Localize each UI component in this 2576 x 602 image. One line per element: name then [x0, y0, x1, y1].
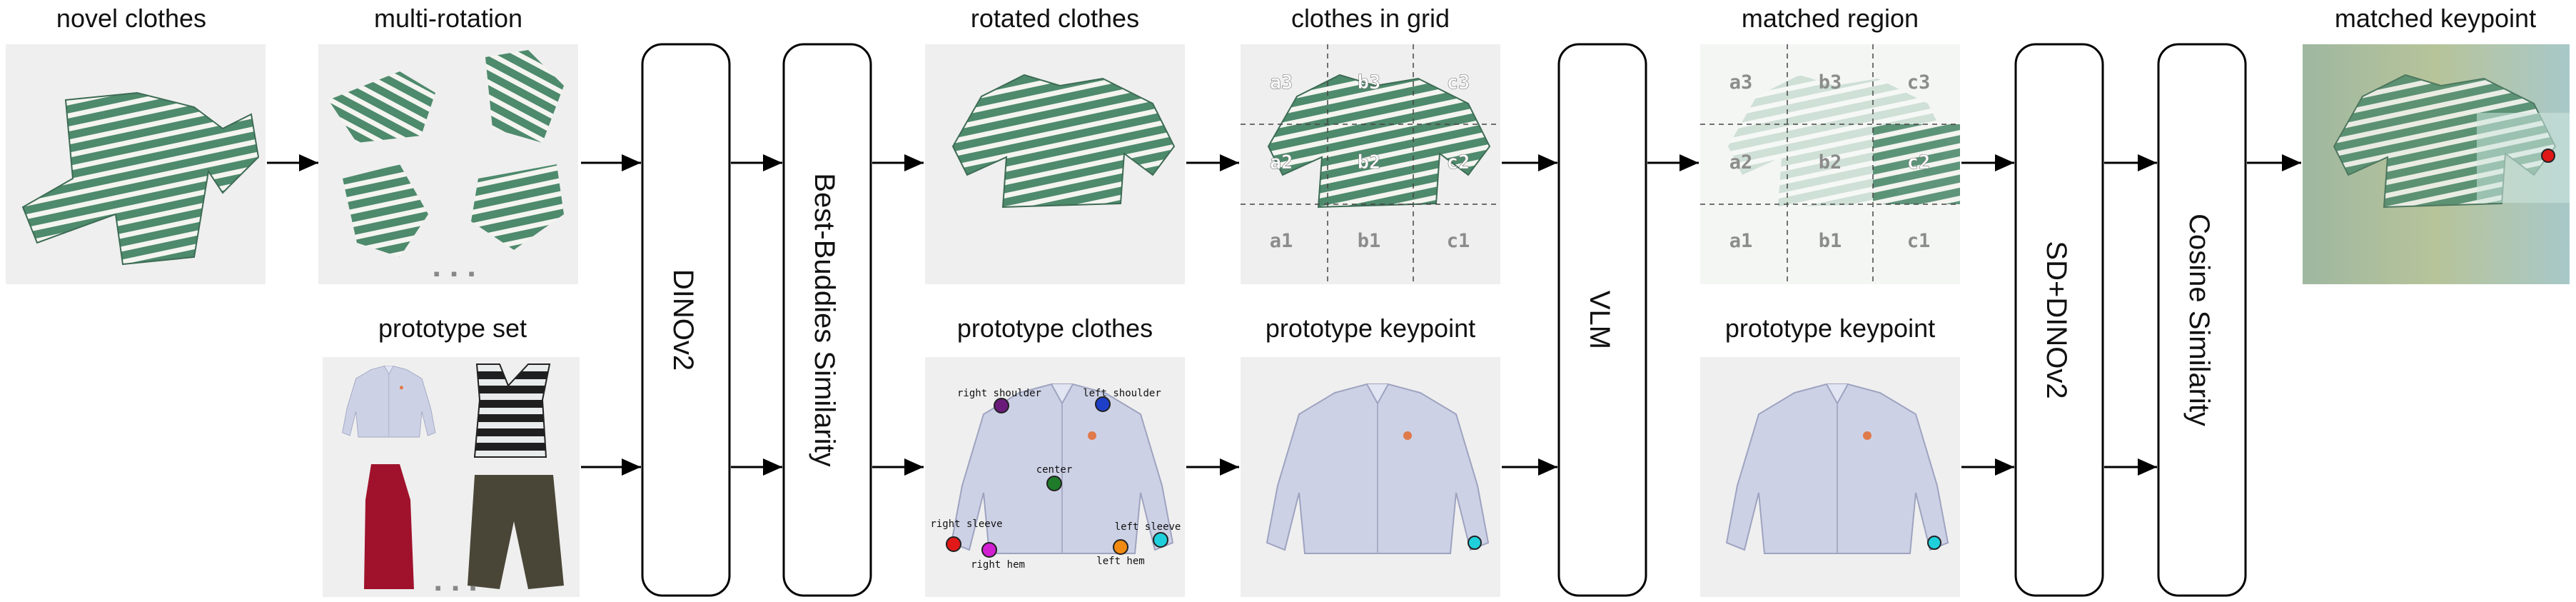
keypoint-right-hem [981, 542, 997, 558]
title-rotated-clothes: rotated clothes [971, 4, 1139, 33]
grid-label-a3: a3 [1270, 71, 1293, 94]
grid-label-c3: c3 [1447, 71, 1470, 94]
flow-arrows [267, 154, 2301, 476]
region-label-b2: b2 [1819, 151, 1842, 174]
matched-keypoint-hot-region [2477, 113, 2570, 203]
keypoint-center [1046, 476, 1062, 491]
region-label-b3: b3 [1819, 71, 1842, 94]
title-matched-region: matched region [1742, 4, 1919, 33]
vlm-label: VLM [1584, 291, 1615, 349]
prototype-keypoint-left-sleeve-2 [1927, 536, 1941, 550]
grid-label-b1: b1 [1358, 230, 1381, 252]
title-matched-keypoint: matched keypoint [2335, 4, 2536, 33]
title-prototype-set: prototype set [378, 313, 527, 343]
keypoint-left-hem [1113, 539, 1128, 555]
grid-labels: a3 b3 c3 a2 b2 c2 a1 b1 c1 [1269, 71, 1470, 252]
grid-lines [1241, 44, 1500, 284]
dinov2-block [641, 43, 731, 597]
grid-label-b3: b3 [1358, 71, 1381, 94]
prototype-set-images [342, 363, 564, 589]
label-right-shoulder: right shoulder [957, 388, 1041, 399]
cosine-similarity-block [2157, 43, 2247, 597]
label-left-sleeve: left sleeve [1115, 521, 1181, 533]
matched-region-grid-lines [1700, 44, 1960, 284]
keypoint-right-shoulder [994, 398, 1009, 413]
label-right-hem: right hem [971, 559, 1025, 571]
title-prototype-keypoint-1: prototype keypoint [1266, 313, 1475, 343]
dinov2-label: DINOv2 [667, 269, 699, 371]
region-label-a2: a2 [1729, 151, 1753, 174]
grid-label-a2: a2 [1270, 151, 1293, 174]
label-right-sleeve: right sleeve [930, 518, 1002, 530]
matched-region-grid-labels: a3 b3 c3 a2 b2 c2 a1 b1 c1 [1729, 71, 1931, 252]
best-buddies-label: Best-Buddies Similarity [809, 173, 840, 466]
multi-rotation-images [328, 50, 564, 257]
sd-dinov2-label: SD+DINOv2 [2041, 241, 2072, 398]
label-center: center [1036, 464, 1073, 476]
title-clothes-in-grid: clothes in grid [1291, 4, 1450, 33]
region-label-b1: b1 [1819, 230, 1842, 252]
title-prototype-clothes: prototype clothes [957, 313, 1153, 343]
label-left-shoulder: left shoulder [1083, 388, 1161, 399]
prototype-keypoint-left-sleeve-1 [1468, 536, 1482, 550]
sd-dinov2-block [2014, 43, 2104, 597]
label-left-hem: left hem [1096, 556, 1144, 567]
keypoint-left-sleeve [1153, 532, 1168, 548]
novel-clothes-image [21, 91, 260, 266]
region-label-c3: c3 [1907, 71, 1931, 94]
matched-keypoint-dot [2541, 149, 2555, 163]
keypoint-right-sleeve [946, 536, 961, 552]
region-label-c1: c1 [1907, 230, 1931, 252]
prototype-set-ellipsis: ▪ ▪ ▪ [435, 577, 479, 598]
vlm-block [1557, 43, 1647, 597]
title-multi-rotation: multi-rotation [374, 4, 522, 33]
region-label-a3: a3 [1729, 71, 1753, 94]
matched-region-highlight [1873, 124, 1960, 204]
title-prototype-keypoint-2: prototype keypoint [1725, 313, 1935, 343]
prototype-keypoints: right shoulder left shoulder center righ… [930, 388, 1181, 571]
title-novel-clothes: novel clothes [56, 4, 206, 33]
best-buddies-block [782, 43, 872, 597]
keypoint-left-shoulder [1095, 396, 1111, 412]
cosine-similarity-label: Cosine Similarity [2183, 214, 2215, 426]
region-label-c2: c2 [1907, 151, 1931, 174]
multi-rotation-ellipsis: ▪ ▪ ▪ [433, 263, 478, 284]
grid-label-c2: c2 [1447, 151, 1470, 174]
region-label-a1: a1 [1729, 230, 1753, 252]
grid-label-c1: c1 [1447, 230, 1470, 252]
grid-label-b2: b2 [1358, 151, 1381, 174]
grid-label-a1: a1 [1270, 230, 1293, 252]
